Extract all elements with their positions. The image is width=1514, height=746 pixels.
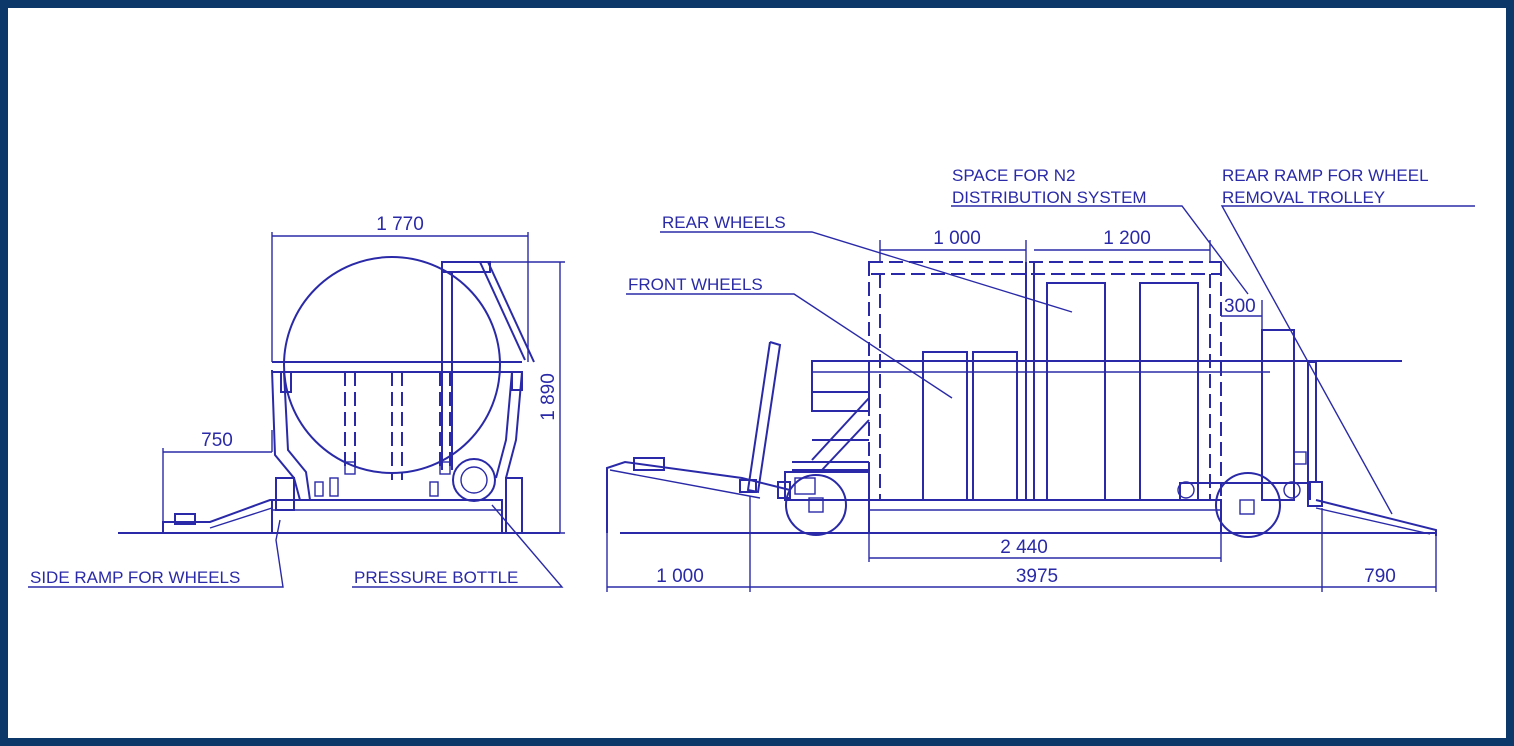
label-front-wheels: FRONT WHEELS (628, 275, 763, 294)
front-ramp (606, 460, 791, 533)
dim-side-height: 1 890 (538, 373, 559, 421)
rear-wheel-block-1 (1046, 282, 1106, 501)
dim-side-width: 1 770 (376, 214, 424, 235)
container-top (868, 261, 1222, 275)
dim-overall-length: 3975 (1016, 566, 1058, 587)
rear-ramp (1315, 499, 1437, 536)
dim-clearance: 300 (1224, 296, 1256, 317)
tow-bar (746, 341, 782, 494)
dim-bay-right: 1 200 (1103, 228, 1151, 249)
label-rear-ramp-line1: REAR RAMP FOR WHEEL (1222, 166, 1429, 185)
rear-ramp-post (1307, 361, 1317, 483)
dim-rear-ramp: 790 (1364, 566, 1396, 587)
label-space-n2-line2: DISTRIBUTION SYSTEM (952, 188, 1147, 207)
front-axle-wheel (785, 474, 847, 536)
side-wheel-block-right (505, 477, 523, 534)
label-rear-wheels: REAR WHEELS (662, 213, 786, 232)
front-wheel-block-2 (972, 351, 1018, 501)
side-wheel-block-left (275, 477, 295, 511)
side-base-frame (271, 499, 503, 534)
label-rear-ramp-line2: REMOVAL TROLLEY (1222, 188, 1385, 207)
pressure-bottle (452, 458, 496, 502)
long-view: 1 000 1 200 300 2 440 1 000 3975 790 REA… (606, 166, 1475, 592)
rear-wheel-block-2 (1139, 282, 1199, 501)
label-space-n2-line1: SPACE FOR N2 (952, 166, 1075, 185)
technical-drawing: 1 770 1 890 750 SIDE RAMP FOR WHEELS PRE… (28, 166, 1475, 592)
front-wheel-block-1 (922, 351, 968, 501)
dim-front-ramp: 1 000 (656, 566, 704, 587)
trolley-deck (868, 499, 1222, 534)
dim-bay-left: 1 000 (933, 228, 981, 249)
label-pressure-bottle: PRESSURE BOTTLE (354, 568, 518, 587)
side-ramp (162, 499, 300, 533)
dim-side-ramp: 750 (201, 430, 233, 451)
label-side-ramp: SIDE RAMP FOR WHEELS (30, 568, 240, 587)
rear-cabinet (1261, 329, 1295, 501)
dim-wheel-base: 2 440 (1000, 537, 1048, 558)
rear-axle-wheel (1215, 472, 1281, 538)
side-view: 1 770 1 890 750 SIDE RAMP FOR WHEELS PRE… (28, 214, 565, 588)
